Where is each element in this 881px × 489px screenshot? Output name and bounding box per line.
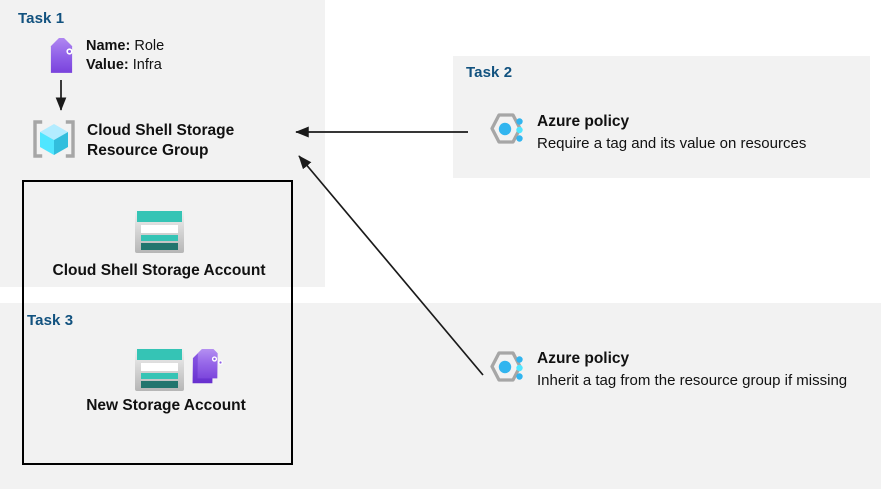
bottom-policy-panel <box>325 303 881 489</box>
existing-storage-account-caption: Cloud Shell Storage Account <box>52 262 266 279</box>
tag-icon <box>190 343 230 387</box>
task1-label: Task 1 <box>18 10 65 27</box>
tag-icon <box>40 35 84 82</box>
resource-group-container-box <box>22 180 293 465</box>
tag-name-key: Name: <box>86 38 131 54</box>
task2-panel <box>453 56 870 178</box>
azure-policy-icon <box>480 349 530 397</box>
new-storage-account-caption: New Storage Account <box>86 397 246 414</box>
policy-description: Require a tag and its value on resources <box>537 135 807 152</box>
policy-title: Azure policy <box>537 113 630 130</box>
policy-title: Azure policy <box>537 350 630 367</box>
policy-description: Inherit a tag from the resource group if… <box>537 372 848 389</box>
storage-account-icon <box>132 344 187 394</box>
storage-account-icon <box>132 206 187 256</box>
tag-value-line: Value: Infra <box>86 57 162 73</box>
task2-label: Task 2 <box>466 64 513 81</box>
tag-name-value: Role <box>134 38 165 54</box>
resource-group-title: Cloud Shell Storage Resource Group <box>87 121 287 161</box>
task3-panel <box>0 303 325 489</box>
resource-group-icon <box>30 116 78 162</box>
tag-name-line: Name: Role <box>86 38 164 54</box>
task3-label: Task 3 <box>27 312 74 329</box>
resource-group-title-line2: Resource Group <box>87 142 209 159</box>
resource-group-title-line1: Cloud Shell Storage <box>87 122 235 139</box>
tag-value-key: Value: <box>86 57 129 73</box>
azure-policy-icon <box>480 111 530 159</box>
tag-value-value: Infra <box>132 57 162 73</box>
